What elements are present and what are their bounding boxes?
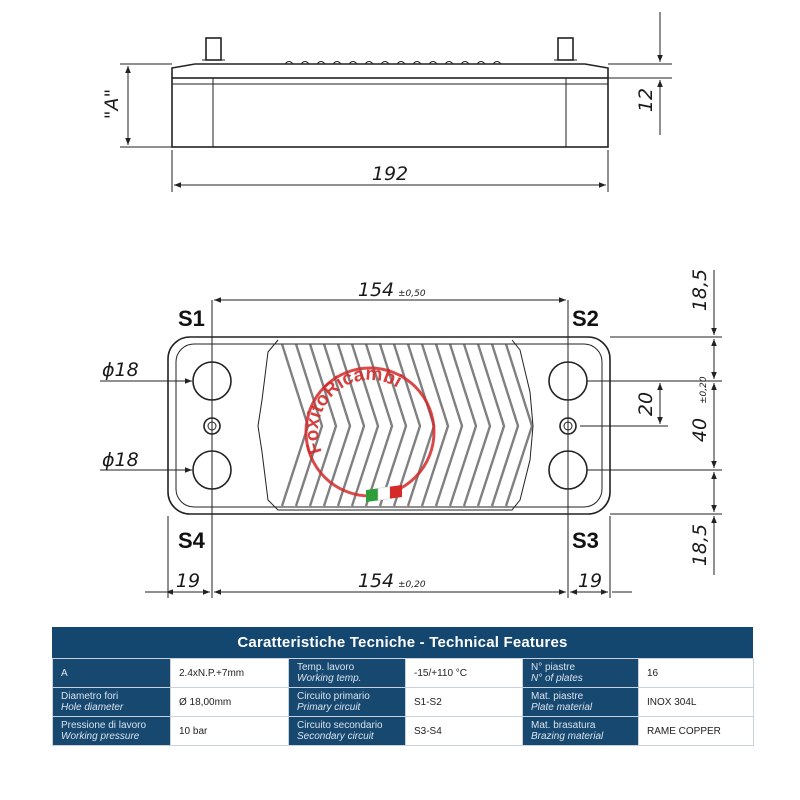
feature-label-en: N° of plates	[531, 673, 583, 684]
feature-label-en: Primary circuit	[297, 702, 361, 713]
technical-features-table: Caratteristiche Tecniche - Technical Fea…	[52, 627, 754, 746]
brand-logo-text: FoxitoRicambi	[302, 364, 406, 457]
hole-diameter-top: ϕ18	[102, 359, 139, 381]
feature-value: 10 bar	[170, 716, 289, 746]
feature-label-en: Brazing material	[531, 731, 604, 742]
feature-label: Diametro fori	[61, 691, 119, 702]
feature-label-en: Plate material	[531, 702, 593, 713]
dim-port-spacing: 40	[689, 418, 711, 442]
features-title: Caratteristiche Tecniche - Technical Fea…	[52, 627, 753, 658]
dim-port-spacing-tolerance: ±0,20	[699, 376, 709, 404]
feature-value: Ø 18,00mm	[170, 687, 289, 717]
brand-logo: FoxitoRicambi	[302, 364, 436, 502]
feature-value: 2.4xN.P.+7mm	[170, 658, 289, 688]
dim-bottom-span: 154	[358, 570, 394, 592]
stud-left	[205, 37, 222, 61]
feature-label: Temp. lavoro	[297, 662, 355, 673]
chevron-field-border	[257, 339, 534, 511]
port-label-s1: S1	[178, 306, 205, 331]
dim-a-label: "A"	[101, 89, 123, 119]
dim-bottom-tolerance: ±0,20	[398, 580, 426, 590]
front-view: S1 S2 S3 S4 154 ±0,50 19 154 ±0,20 19 ϕ1…	[100, 269, 722, 598]
feature-label: Mat. brasatura	[531, 720, 596, 731]
feature-value: RAME COPPER	[638, 716, 754, 746]
svg-text:FoxitoRicambi: FoxitoRicambi	[302, 364, 406, 457]
feature-label: Mat. piastre	[531, 691, 584, 702]
technical-drawing: "A" 12 192 S1 S2 S3	[100, 12, 722, 598]
feature-value: -15/+110 °C	[405, 658, 523, 688]
dim-top-tolerance: ±0,50	[398, 289, 426, 299]
dim-left-margin: 19	[176, 570, 200, 592]
dim-height-label: 12	[635, 88, 657, 112]
dim-bottom-offset: 18,5	[689, 524, 711, 566]
dim-top-span: 154	[358, 279, 394, 301]
port-label-s2: S2	[572, 306, 599, 331]
feature-label-en: Secondary circuit	[297, 731, 374, 742]
feature-label: A	[61, 667, 68, 679]
top-view: "A" 12 192	[101, 12, 672, 192]
feature-value: INOX 304L	[638, 687, 754, 717]
port-label-s3: S3	[572, 528, 599, 553]
feature-label-en: Working temp.	[297, 673, 362, 684]
port-label-s4: S4	[178, 528, 206, 553]
stud-right	[557, 37, 574, 61]
feature-label-en: Working pressure	[61, 731, 140, 742]
feature-label-cell: A	[52, 658, 171, 688]
feature-value: 16	[638, 658, 754, 688]
dim-right-margin: 19	[578, 570, 602, 592]
hole-diameter-bottom: ϕ18	[102, 449, 139, 471]
feature-label: Pressione di lavoro	[61, 720, 147, 731]
dim-top-offset: 18,5	[689, 269, 711, 311]
plate-body-side	[171, 77, 609, 148]
feature-value: S3-S4	[405, 716, 523, 746]
top-profile	[171, 63, 609, 78]
dim-length-label: 192	[372, 163, 408, 185]
dim-half-spacing: 20	[635, 392, 657, 416]
feature-label: Circuito secondario	[297, 720, 383, 731]
plate-ridges	[284, 61, 502, 65]
feature-label-en: Hole diameter	[61, 702, 124, 713]
feature-value: S1-S2	[405, 687, 523, 717]
italian-flag-icon	[366, 484, 402, 502]
feature-label: N° piastre	[531, 662, 576, 673]
feature-label: Circuito primario	[297, 691, 370, 702]
